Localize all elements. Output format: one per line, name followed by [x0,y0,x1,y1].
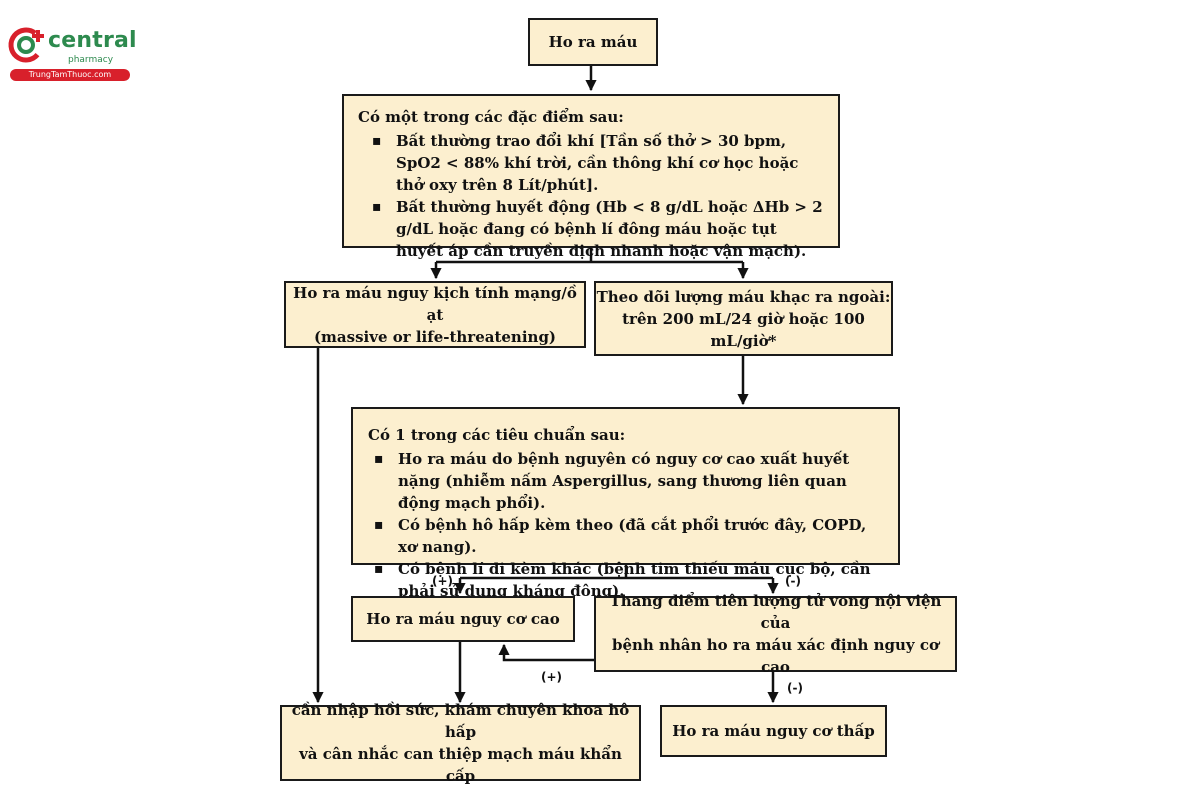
node-start-text: Ho ra máu [548,33,638,51]
criteria1-heading: Có một trong các đặc điểm sau: [358,108,624,126]
node-monitor: Theo dõi lượng máu khạc ra ngoài: trên 2… [594,281,893,356]
logo-site: TrungTamThuoc.com [10,69,130,81]
monitor-line2: trên 200 mL/24 giờ hoặc 100 mL/giờ* [622,309,865,350]
massive-line2: (massive or life-threatening) [313,327,557,346]
high-risk-text: Ho ra máu nguy cơ cao [366,610,560,628]
node-score: Thang điểm tiên lượng tử vong nội viện c… [594,592,957,676]
node-icu: cần nhập hồi sức, khám chuyên khoa hô hấ… [280,701,641,785]
criteria1-item-gas-exchange: Bất thường trao đổi khí [Tần số thở > 30… [372,130,826,196]
criteria2-item-respiratory: Có bệnh hô hấp kèm theo (đã cắt phổi trư… [374,514,884,558]
label-minus-right: (-) [785,574,801,588]
logo-mark-icon [8,27,44,63]
low-risk-text: Ho ra máu nguy cơ thấp [672,722,875,740]
label-plus-left: (+) [432,574,454,588]
criteria2-item-etiology: Ho ra máu do bệnh nguyên có nguy cơ cao … [374,448,884,514]
criteria1-list: Bất thường trao đổi khí [Tần số thở > 30… [358,130,826,262]
icu-line1: cần nhập hồi sức, khám chuyên khoa hô hấ… [291,701,630,741]
node-massive: Ho ra máu nguy kịch tính mạng/ồ ạt (mass… [284,281,586,348]
massive-line1: Ho ra máu nguy kịch tính mạng/ồ ạt [293,283,577,324]
node-criteria1: Có một trong các đặc điểm sau: Bất thườn… [342,94,840,260]
node-high-risk: Ho ra máu nguy cơ cao [351,596,575,642]
label-plus-back: (+) [541,670,563,684]
icu-line2: và cân nhắc can thiệp mạch máu khẩn cấp [299,745,622,785]
criteria1-item-hemodynamic: Bất thường huyết động (Hb < 8 g/dL hoặc … [372,196,826,262]
criteria2-list: Ho ra máu do bệnh nguyên có nguy cơ cao … [368,448,884,602]
node-criteria2: Có 1 trong các tiêu chuẩn sau: Ho ra máu… [351,407,900,600]
node-low-risk: Ho ra máu nguy cơ thấp [660,705,887,757]
logo-sub: pharmacy [68,55,114,65]
central-pharmacy-logo: central pharmacy TrungTamThuoc.com [6,22,137,82]
label-minus-down: (-) [787,681,803,695]
logo-brand: central [48,28,137,53]
score-line2: bệnh nhân ho ra máu xác định nguy cơ cao [611,636,940,676]
monitor-line1: Theo dõi lượng máu khạc ra ngoài: [596,287,891,306]
score-line1: Thang điểm tiên lượng tử vong nội viện c… [609,592,942,632]
node-start: Ho ra máu [528,18,658,66]
criteria2-heading: Có 1 trong các tiêu chuẩn sau: [368,426,626,444]
criteria2-item-comorbidity: Có bệnh lí đi kèm khác (bệnh tim thiếu m… [374,558,884,602]
arrow-score-to-high-risk [498,643,594,662]
